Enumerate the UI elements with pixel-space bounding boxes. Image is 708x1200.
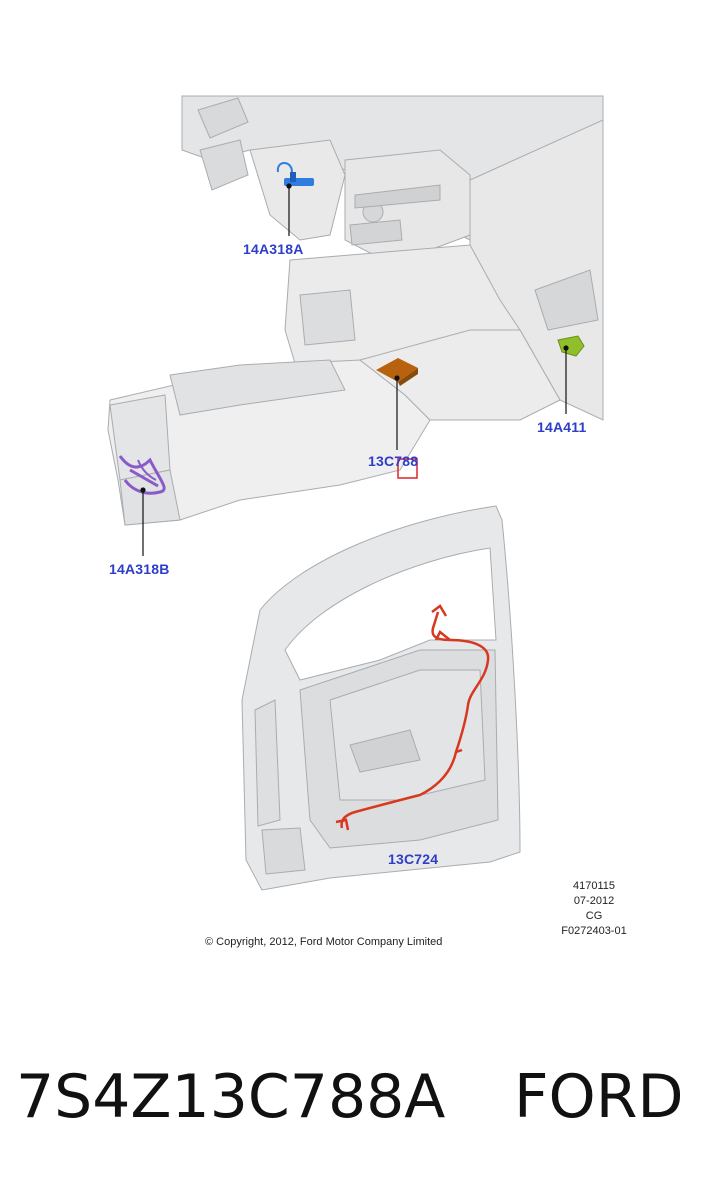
part-13c788: [376, 358, 418, 386]
callout-14a411: 14A411: [537, 419, 587, 435]
parts-diagram: [107, 95, 604, 891]
meta-line-3: CG: [585, 910, 603, 922]
part-13c724: [335, 604, 490, 831]
callout-13c788: 13C788: [368, 453, 419, 469]
callout-14a318a: 14A318A: [243, 241, 304, 257]
callout-14a318b: 14A318B: [109, 561, 170, 577]
callout-13c724: 13C724: [388, 851, 439, 867]
dashboard-illustration: [107, 95, 604, 526]
meta-line-1: 4170115: [572, 880, 615, 892]
highlight-box: [397, 458, 418, 479]
brand-label: FORD: [514, 1062, 684, 1132]
meta-line-2: 07-2012: [573, 895, 615, 907]
drawing-meta: 4170115 07-2012 CG F0272403-01: [544, 879, 644, 939]
part-14a318a: [276, 162, 314, 186]
part-14a411: [557, 335, 585, 357]
door-illustration: [241, 505, 521, 891]
part-14a318b: [118, 455, 166, 495]
meta-line-4: F0272403-01: [561, 925, 627, 937]
copyright-notice: © Copyright, 2012, Ford Motor Company Li…: [205, 936, 443, 948]
part-number-title: 7S4Z13C788A: [16, 1062, 446, 1132]
